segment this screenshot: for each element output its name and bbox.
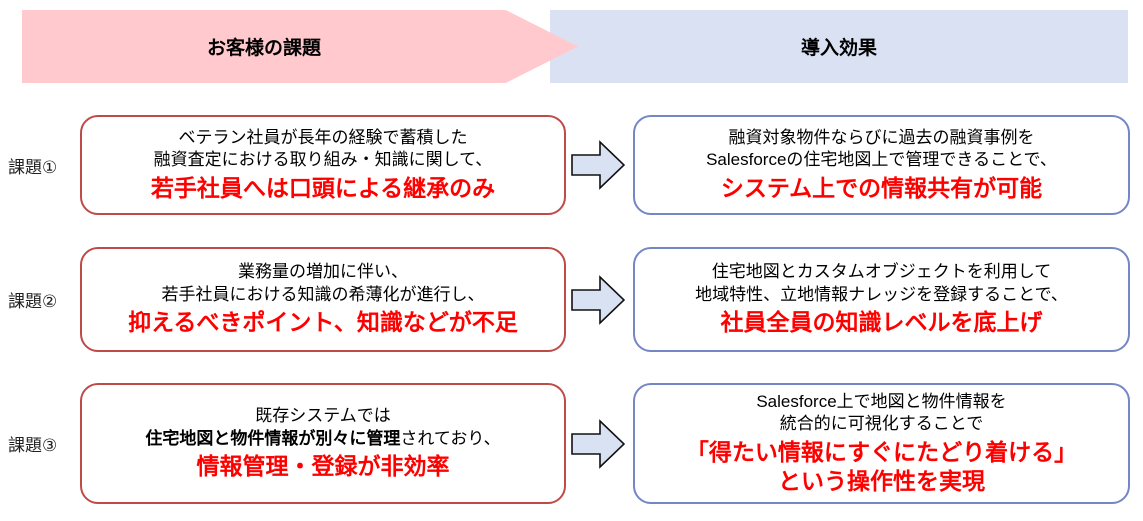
challenge-label-1: 課題①: [8, 157, 58, 177]
problem-emphasis: 抑えるべきポイント、知識などが不足: [128, 309, 518, 336]
challenge-row-2: 課題② 業務量の増加に伴い、 若手社員における知識の希薄化が進行し、 抑えるべき…: [0, 247, 1143, 352]
effect-box-1: 融資対象物件ならびに過去の融資事例を Salesforceの住宅地図上で管理でき…: [633, 115, 1130, 215]
effect-emphasis: 「得たい情報にすぐにたどり着ける」という操作性を実現: [685, 438, 1078, 494]
right-arrow-icon: [571, 418, 625, 469]
header-effects-label: 導入効果: [800, 38, 877, 59]
challenge-label-3: 課題③: [8, 436, 58, 455]
effect-box-3: Salesforce上で地図と物件情報を 統合的に可視化することで 「得たい情報…: [633, 383, 1130, 504]
problem-line-1: ベテラン社員が長年の経験で蓄積した: [178, 127, 468, 147]
problem-line-2: 若手社員における知識の希薄化が進行し、: [161, 284, 485, 304]
header-customer-issues-label: お客様の課題: [206, 38, 321, 59]
problem-line-1: 業務量の増加に伴い、: [238, 262, 408, 282]
problem-emphasis: 若手社員へは口頭による継承のみ: [150, 174, 496, 201]
problem-line-2: 融資査定における取り組み・知識に関して、: [153, 150, 493, 170]
challenge-row-1: 課題① ベテラン社員が長年の経験で蓄積した 融資査定における取り組み・知識に関し…: [0, 115, 1143, 215]
challenge-row-3: 課題③ 既存システムでは 住宅地図と物件情報が別々に管理されており、 情報管理・…: [0, 383, 1143, 504]
problem-line-1: 既存システムでは: [255, 406, 391, 426]
effect-line-1: 融資対象物件ならびに過去の融資事例を: [728, 127, 1035, 147]
effect-emphasis: システム上での情報共有が可能: [720, 174, 1043, 201]
effect-line-2: Salesforceの住宅地図上で管理できることで、: [706, 150, 1057, 170]
problem-box-3: 既存システムでは 住宅地図と物件情報が別々に管理されており、 情報管理・登録が非…: [80, 383, 566, 504]
problem-emphasis: 情報管理・登録が非効率: [196, 453, 450, 480]
problem-line-2: 住宅地図と物件情報が別々に管理されており、: [145, 428, 501, 448]
effect-line-1: 住宅地図とカスタムオブジェクトを利用して: [711, 262, 1052, 282]
right-arrow-icon: [571, 140, 625, 190]
right-arrow-icon: [571, 274, 625, 325]
effect-box-2: 住宅地図とカスタムオブジェクトを利用して 地域特性、立地情報ナレッジを登録するこ…: [633, 247, 1130, 352]
header-banner-customer-issues: お客様の課題: [22, 10, 578, 83]
effect-emphasis: 社員全員の知識レベルを底上げ: [720, 309, 1043, 336]
effect-line-2: 地域特性、立地情報ナレッジを登録することで、: [695, 284, 1068, 304]
problem-box-1: ベテラン社員が長年の経験で蓄積した 融資査定における取り組み・知識に関して、 若…: [80, 115, 566, 215]
challenge-label-2: 課題②: [8, 292, 58, 311]
problem-box-2: 業務量の増加に伴い、 若手社員における知識の希薄化が進行し、 抑えるべきポイント…: [80, 247, 566, 352]
effect-line-2: 統合的に可視化することで: [779, 414, 984, 434]
header-banner-effects: 導入効果: [550, 10, 1128, 83]
effect-line-1: Salesforce上で地図と物件情報を: [756, 391, 1007, 411]
